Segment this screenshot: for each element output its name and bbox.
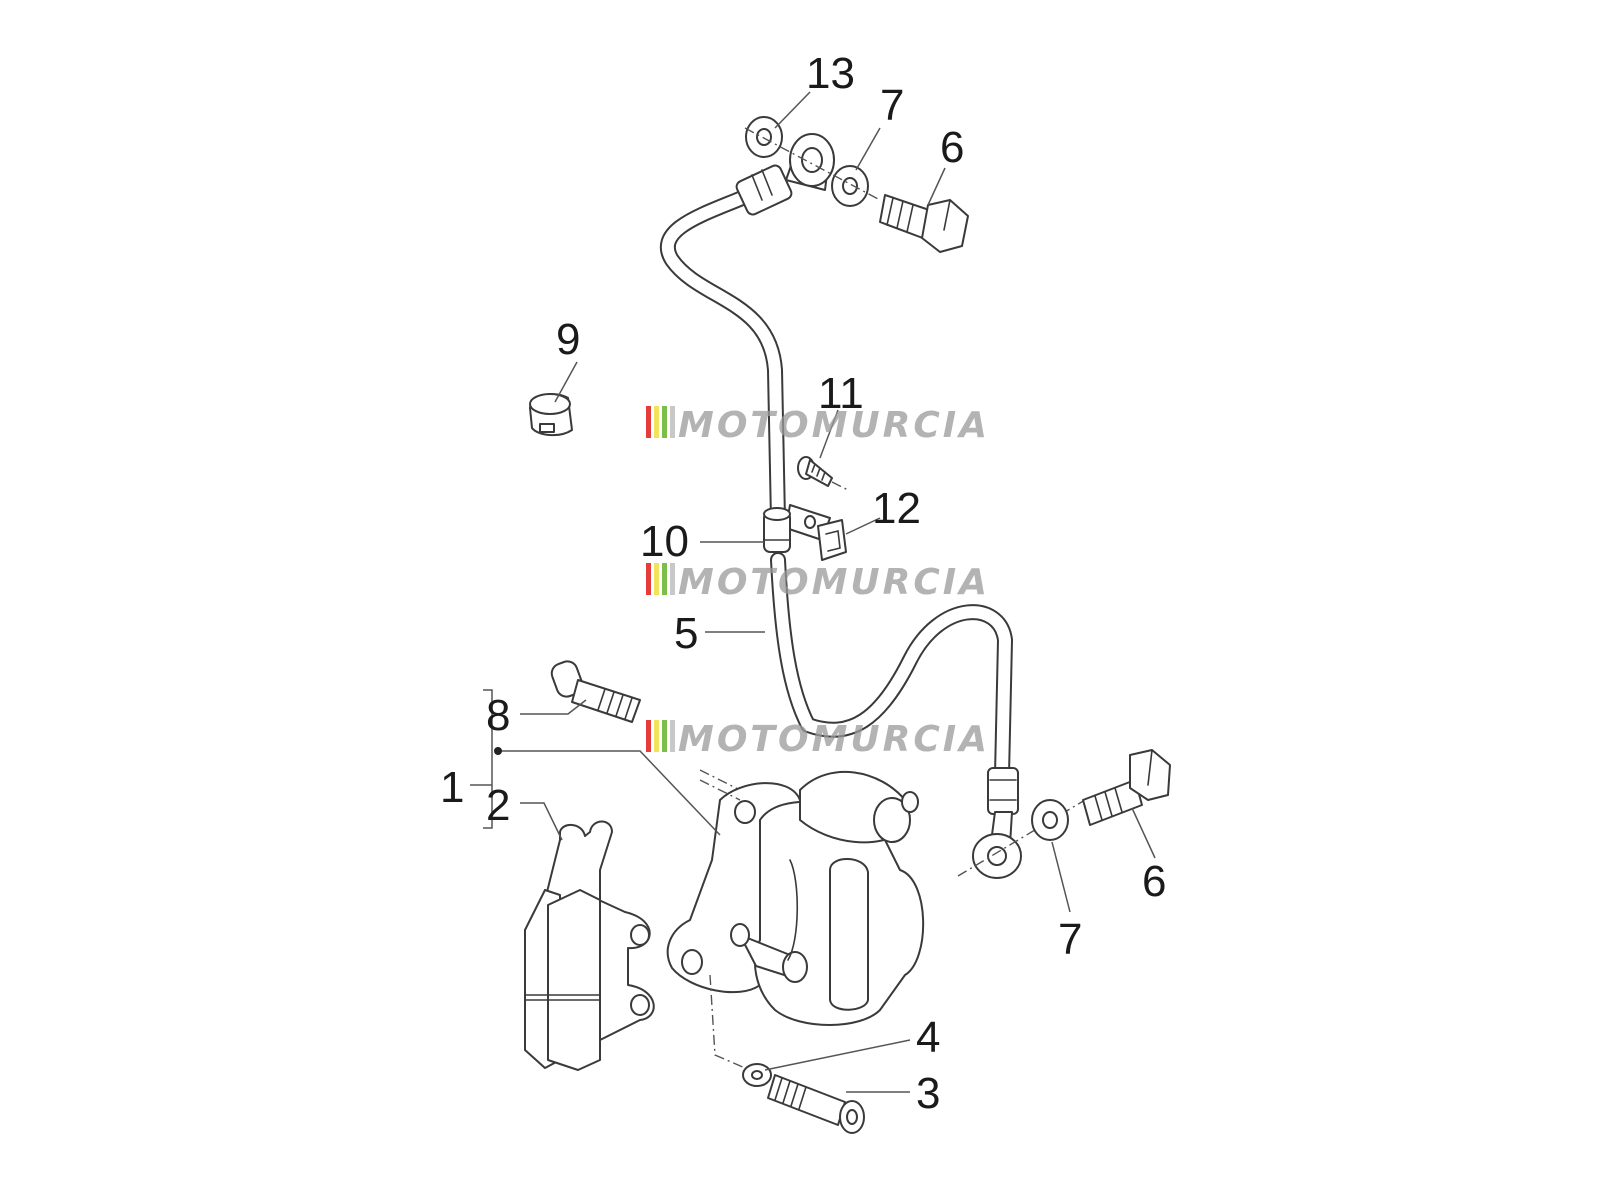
callout-3: 3	[916, 1069, 940, 1118]
watermark-3: MOTOMURCIA	[646, 719, 990, 760]
callout-7-top: 7	[880, 81, 904, 130]
callout-6-bottom: 6	[1142, 857, 1166, 906]
axis-pin-bolt	[699, 769, 741, 791]
callout-1: 1	[440, 763, 464, 812]
axis-caliper-top	[699, 779, 741, 801]
watermark-text-1: MOTOMURCIA	[678, 405, 990, 446]
brake-pads-2	[524, 820, 655, 1071]
clip-12	[817, 519, 847, 561]
washer-7-top	[831, 165, 869, 207]
washer-7-bottom	[1031, 799, 1069, 841]
callout-8: 8	[486, 691, 510, 740]
callout-7-bottom: 7	[1058, 915, 1082, 964]
screw-11	[797, 456, 849, 491]
lower-banjo-fitting	[972, 811, 1022, 879]
leader-lines	[470, 91, 1156, 1093]
washer-4	[742, 1063, 772, 1087]
banjo-bolt-6-top	[879, 194, 969, 253]
watermark-text-2: MOTOMURCIA	[678, 562, 990, 603]
washer-13	[745, 116, 783, 158]
axis-lower-bolt	[709, 974, 746, 1069]
callout-4: 4	[916, 1013, 940, 1062]
brake-hose	[659, 164, 1019, 815]
callout-12: 12	[872, 484, 921, 533]
callout-13: 13	[806, 49, 855, 98]
bolt-3	[767, 1074, 865, 1134]
watermark-text-3: MOTOMURCIA	[678, 719, 990, 760]
callout-10: 10	[640, 517, 689, 566]
assembly-marker-dot	[494, 747, 502, 755]
watermark-2: MOTOMURCIA	[646, 562, 990, 603]
callout-2: 2	[486, 781, 510, 830]
caliper-assembly-1	[666, 770, 925, 1026]
callout-6-top: 6	[940, 123, 964, 172]
banjo-bolt-6-bottom	[1082, 749, 1171, 826]
callout-labels: 13 7 6 9 11 12 10 5 8 1 2 6 7 4 3	[440, 49, 1166, 1118]
axis-top-bolt	[744, 127, 881, 201]
hose-clip-9	[529, 393, 573, 436]
watermark-1: MOTOMURCIA	[646, 405, 990, 446]
callout-11: 11	[818, 369, 864, 418]
callout-9: 9	[556, 315, 580, 364]
upper-banjo-fitting	[785, 133, 835, 191]
pin-bolt-8	[550, 660, 641, 723]
callout-5: 5	[674, 609, 698, 658]
